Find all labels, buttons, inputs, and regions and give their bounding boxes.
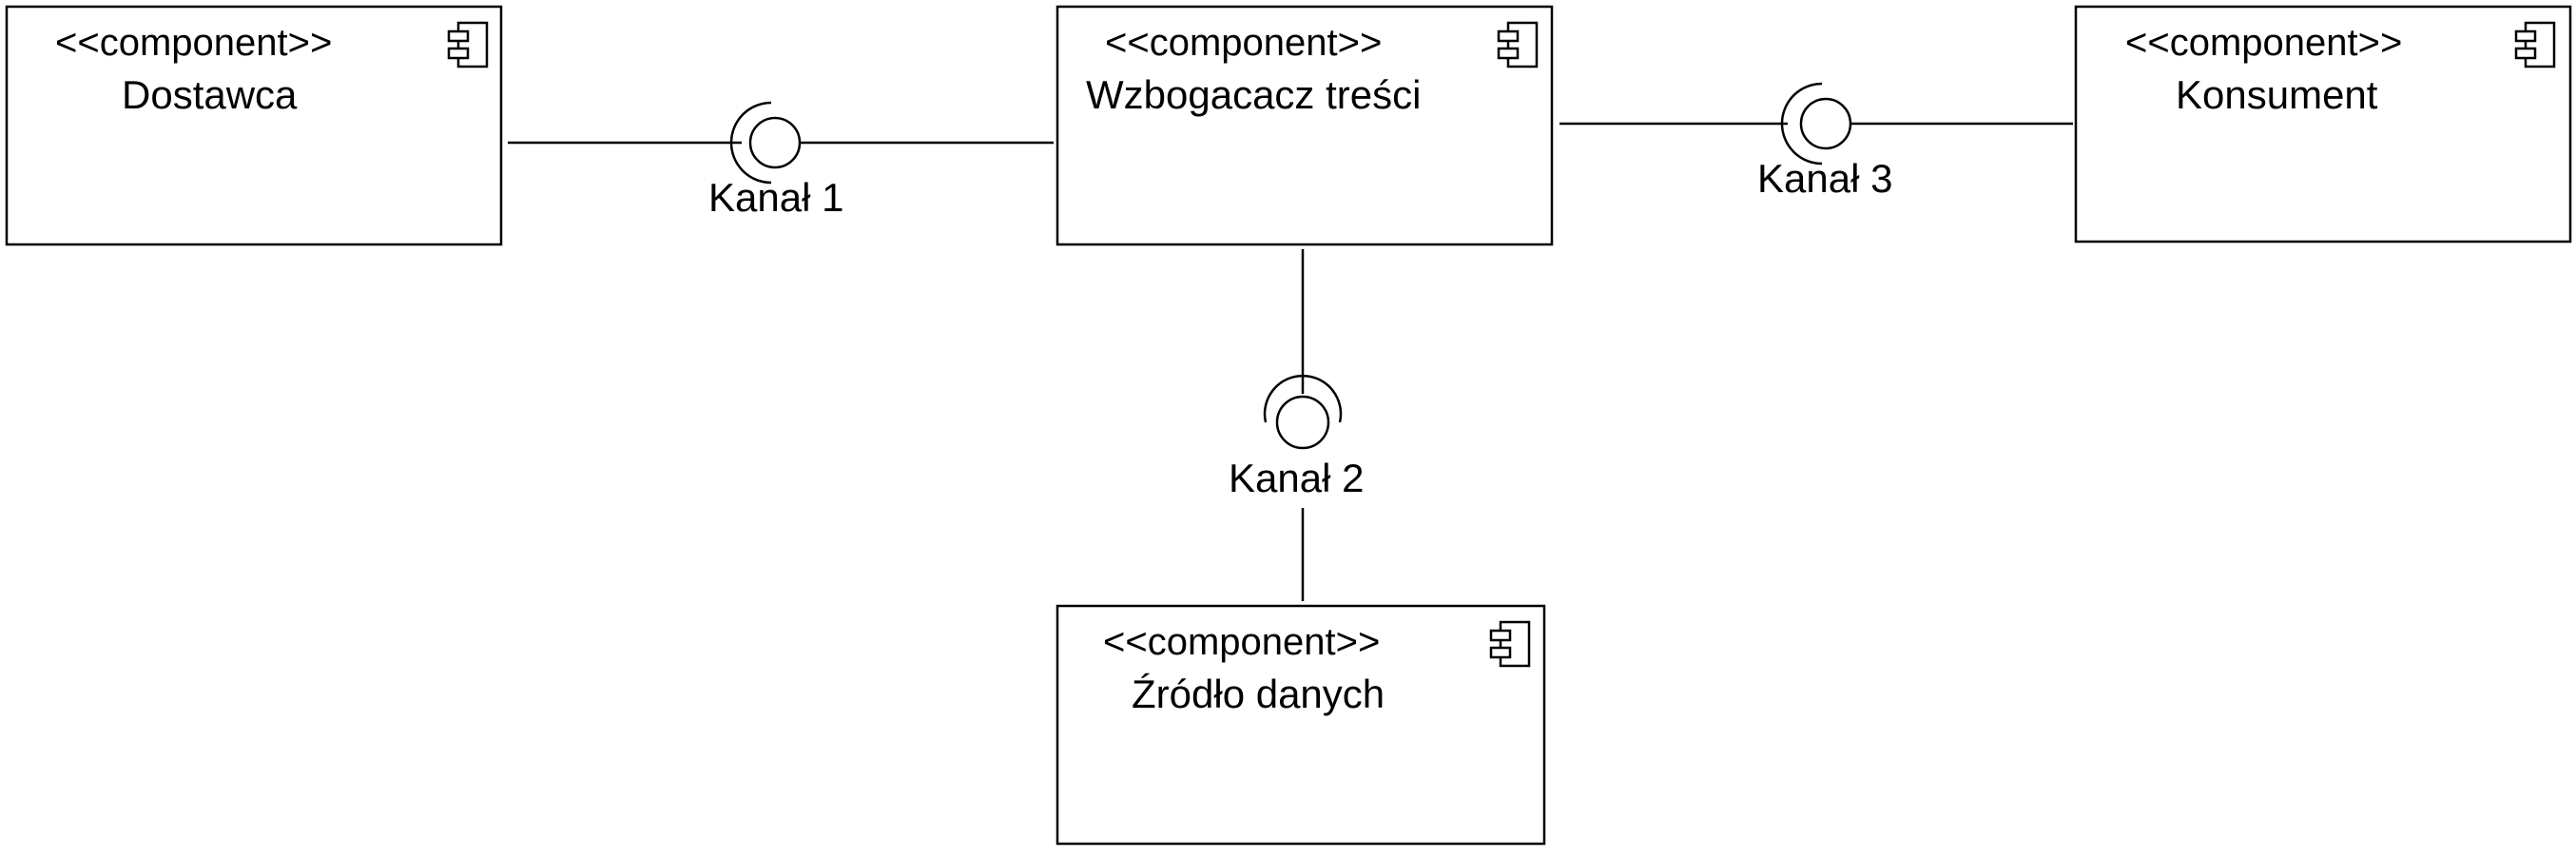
component-konsument-stereotype: <<component>>: [2125, 22, 2402, 64]
required-interface-socket-icon: [1780, 82, 1823, 166]
component-dostawca-box: [5, 5, 503, 246]
component-icon: [1497, 21, 1539, 68]
component-wzbogacacz[interactable]: <<component>> Wzbogacacz treści: [1056, 5, 1554, 246]
component-zrodlo[interactable]: <<component>> Źródło danych: [1056, 604, 1546, 846]
channel-kanal-2[interactable]: Kanał 2: [1229, 249, 1364, 601]
component-konsument-name: Konsument: [2176, 72, 2378, 117]
component-zrodlo-stereotype: <<component>>: [1103, 621, 1380, 663]
provided-interface-icon: [1275, 395, 1330, 450]
component-zrodlo-name: Źródło danych: [1132, 672, 1385, 716]
provided-interface-icon: [1799, 97, 1852, 150]
component-icon: [447, 21, 489, 68]
component-dostawca-stereotype: <<component>>: [55, 22, 332, 64]
component-wzbogacacz-box: [1056, 5, 1554, 246]
required-interface-socket-icon: [729, 101, 772, 185]
component-dostawca[interactable]: <<component>> Dostawca: [5, 5, 503, 246]
component-zrodlo-box: [1056, 604, 1546, 846]
channel-kanal-1[interactable]: Kanał 1: [508, 101, 1054, 220]
required-interface-socket-icon: [1263, 374, 1343, 423]
channel-kanal-1-label: Kanał 1: [708, 175, 843, 220]
component-konsument[interactable]: <<component>> Konsument: [2074, 5, 2572, 244]
component-icon: [1489, 620, 1531, 668]
component-wzbogacacz-stereotype: <<component>>: [1105, 22, 1382, 64]
component-dostawca-name: Dostawca: [122, 72, 298, 117]
provided-interface-icon: [748, 116, 802, 169]
channel-kanal-3-label: Kanał 3: [1757, 156, 1892, 201]
component-icon: [2514, 21, 2556, 68]
component-wzbogacacz-name: Wzbogacacz treści: [1086, 72, 1421, 117]
channel-kanal-3[interactable]: Kanał 3: [1559, 82, 2073, 201]
channel-kanal-2-label: Kanał 2: [1229, 456, 1364, 500]
component-konsument-box: [2074, 5, 2572, 244]
